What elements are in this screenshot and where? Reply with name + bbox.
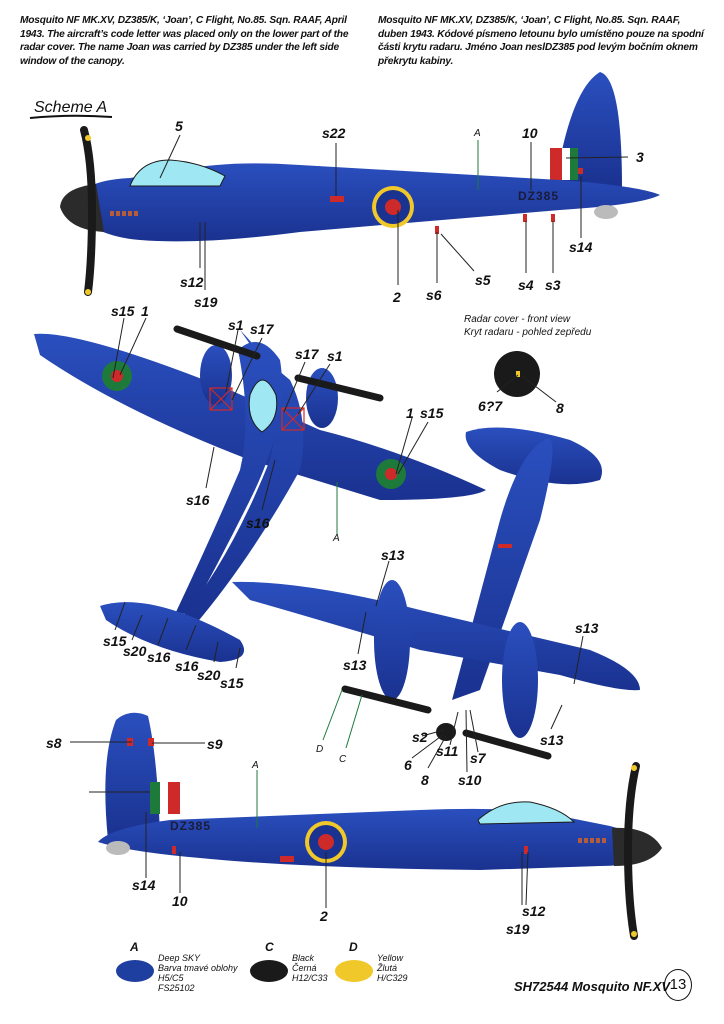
caption-czech: Mosquito NF MK.XV, DZ385/K, ‘Joan’, C Fl… bbox=[378, 15, 704, 67]
svg-text:DZ385: DZ385 bbox=[170, 819, 211, 833]
callout-s13-d: s13 bbox=[540, 732, 564, 748]
scheme-underline bbox=[29, 114, 113, 119]
callout-s22: s22 bbox=[322, 125, 346, 141]
callout-s17-b: s17 bbox=[295, 346, 320, 362]
callout-s13-c: s13 bbox=[575, 620, 599, 636]
callout-s16-d: s16 bbox=[175, 658, 199, 674]
callout-A-topview: A bbox=[332, 533, 340, 544]
callout-s19: s19 bbox=[194, 294, 218, 310]
callout-D: D bbox=[316, 744, 323, 755]
callout-s5: s5 bbox=[475, 272, 491, 288]
callout-s15-c: s15 bbox=[103, 633, 127, 649]
legend-swatch-d bbox=[335, 960, 373, 982]
callout-s13-b: s13 bbox=[343, 657, 367, 673]
radar-cover-title-en: Radar cover - front view bbox=[464, 314, 571, 325]
footer-title: SH72544 Mosquito NF.XV bbox=[514, 979, 671, 994]
callout-s6: s6 bbox=[426, 287, 442, 303]
callout-s15-d: s15 bbox=[220, 675, 244, 691]
callout-s11: s11 bbox=[436, 743, 459, 759]
callout-s13-a: s13 bbox=[381, 547, 405, 563]
callout-A-bottom: A bbox=[251, 760, 259, 771]
callout-s12: s12 bbox=[180, 274, 204, 290]
callout-s3: s3 bbox=[545, 277, 561, 293]
callout-8-radar: 8 bbox=[556, 400, 564, 416]
callout-s20-a: s20 bbox=[123, 643, 147, 659]
caption-english: Mosquito NF MK.XV, DZ385/K, ‘Joan’, C Fl… bbox=[20, 15, 349, 67]
legend-swatch-c bbox=[250, 960, 288, 982]
legend-letter-a: A bbox=[130, 940, 139, 954]
legend-letter-c: C bbox=[265, 940, 274, 954]
callout-1-a: 1 bbox=[141, 303, 149, 319]
legend-letter-d: D bbox=[349, 940, 358, 954]
svg-text:DZ385: DZ385 bbox=[518, 189, 559, 203]
callout-s1-a: s1 bbox=[228, 317, 244, 333]
callout-s7: s7 bbox=[470, 750, 487, 766]
top-view bbox=[34, 325, 486, 662]
radar-cover-front: Radar cover - front view Kryt radaru - p… bbox=[464, 314, 592, 416]
scheme-title: Scheme A bbox=[34, 99, 108, 116]
callout-C: C bbox=[339, 754, 347, 765]
radar-cover-title-cz: Kryt radaru - pohled zepředu bbox=[464, 327, 592, 338]
callout-s8: s8 bbox=[46, 735, 62, 751]
callout-A-top: A bbox=[473, 128, 481, 139]
side-view-top: DZ385 bbox=[60, 72, 660, 296]
callout-s14: s14 bbox=[569, 239, 593, 255]
callout-s14-b: s14 bbox=[132, 877, 156, 893]
callout-s16-c: s16 bbox=[147, 649, 171, 665]
callout-5: 5 bbox=[175, 118, 183, 134]
callout-1-b: 1 bbox=[406, 405, 414, 421]
callout-10: 10 bbox=[522, 125, 538, 141]
callout-s12-b: s12 bbox=[522, 903, 546, 919]
bottom-view bbox=[232, 427, 640, 760]
callout-s10: s10 bbox=[458, 772, 482, 788]
page-number: 13 bbox=[664, 969, 692, 1001]
callout-2: 2 bbox=[392, 289, 401, 305]
callout-s16-b: s16 bbox=[246, 515, 270, 531]
callout-10-b: 10 bbox=[172, 893, 188, 909]
side-view-bottom: DZ385 bbox=[98, 712, 662, 940]
callout-6-7: 6?7 bbox=[478, 398, 503, 414]
callout-6: 6 bbox=[404, 757, 412, 773]
callout-s2: s2 bbox=[412, 729, 428, 745]
callout-s16-a: s16 bbox=[186, 492, 210, 508]
callout-3: 3 bbox=[636, 149, 644, 165]
callout-s15-a: s15 bbox=[111, 303, 135, 319]
callout-8-bottom: 8 bbox=[421, 772, 429, 788]
callout-s17-a: s17 bbox=[250, 321, 275, 337]
callout-s19-b: s19 bbox=[506, 921, 530, 937]
callout-s4: s4 bbox=[518, 277, 534, 293]
callout-s20-b: s20 bbox=[197, 667, 221, 683]
callout-s1-b: s1 bbox=[327, 348, 343, 364]
callout-2-b: 2 bbox=[319, 908, 328, 924]
legend-swatch-a bbox=[116, 960, 154, 982]
callout-s9: s9 bbox=[207, 736, 223, 752]
callout-s15-b: s15 bbox=[420, 405, 444, 421]
